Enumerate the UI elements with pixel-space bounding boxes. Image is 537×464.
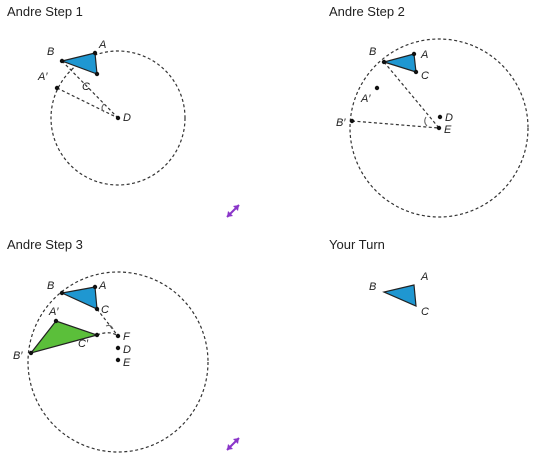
step2-point-D: [437, 114, 443, 120]
step3-dashed-circle: [27, 271, 209, 453]
step3-label-E: E: [123, 357, 131, 369]
step1-label-A: A: [98, 39, 106, 51]
step1-label-C: C: [82, 81, 90, 93]
step3-label-Bprime: B′: [13, 350, 23, 362]
step3-label-Cprime: C′: [78, 338, 89, 350]
step1-dashed-circle: [50, 50, 186, 186]
step3-point-C: [94, 306, 100, 312]
your-turn-label-A: A: [420, 271, 428, 283]
step2-segment-BprimeE: [351, 120, 440, 129]
step3-point-D: [115, 345, 121, 351]
step3-triangle-AprimeBprimeCprime: [29, 320, 100, 355]
step3-label-F: F: [123, 331, 131, 343]
step3-label-C: C: [101, 304, 109, 316]
step1-angle-arc: [101, 103, 105, 113]
step1-point-A: [92, 50, 98, 56]
step3-label-A: A: [98, 280, 106, 292]
step1-label-D: D: [123, 112, 131, 124]
step1-point-C: [94, 71, 100, 77]
step2-point-Aprime: [374, 85, 380, 91]
step2-point-E: [436, 125, 442, 131]
step1-diagram: A B C A′ D: [37, 39, 186, 186]
step2-label-A: A: [420, 49, 428, 61]
step2-label-B: B: [369, 46, 376, 58]
step1-point-B: [59, 58, 65, 64]
step3-point-F: [115, 333, 121, 339]
your-turn-title: Your Turn: [329, 237, 385, 252]
step3-point-B: [59, 290, 65, 296]
step3-point-Aprime: [53, 318, 59, 324]
step2-point-C: [413, 69, 419, 75]
step1-label-Aprime: A′: [37, 71, 48, 83]
step2-title: Andre Step 2: [329, 4, 405, 19]
step3-label-Aprime: A′: [48, 306, 59, 318]
your-turn-label-B: B: [369, 281, 376, 293]
your-turn-triangle-ABC: [382, 284, 417, 307]
step2-label-C: C: [421, 70, 429, 82]
step2-diagram: A B C A′ B′ D E: [336, 38, 529, 218]
step3-title: Andre Step 3: [7, 237, 83, 252]
step2-point-B: [381, 59, 387, 65]
step3-point-Cprime: [94, 332, 100, 338]
step3-angle-arc: [105, 324, 114, 330]
step1-point-D: [115, 115, 121, 121]
step3-label-B: B: [47, 280, 54, 292]
step3-arc-CprimeF: [96, 332, 119, 337]
step2-label-Bprime: B′: [336, 117, 346, 129]
step1-segment-AprimeD: [56, 87, 119, 119]
expand-arrows-icon[interactable]: [223, 434, 243, 454]
expand-arrows-icon[interactable]: [223, 201, 243, 221]
step2-label-D: D: [445, 112, 453, 124]
your-turn-label-C: C: [421, 306, 429, 318]
step1-segment-BD: [61, 60, 119, 119]
step1-point-Aprime: [54, 85, 60, 91]
step3-point-Bprime: [28, 350, 34, 356]
step2-point-Bprime: [349, 118, 355, 124]
step3-diagram: A B C A′ B′ C′ F D E: [13, 271, 209, 453]
step1-title: Andre Step 1: [7, 4, 83, 19]
step3-point-E: [115, 357, 121, 363]
step1-triangle-ABC: [59, 52, 98, 75]
step2-label-Aprime: A′: [360, 93, 371, 105]
step2-label-E: E: [444, 124, 452, 136]
step2-triangle-ABC: [381, 53, 417, 73]
step2-angle-arc: [424, 116, 428, 127]
step3-label-D: D: [123, 344, 131, 356]
step2-segment-BE: [383, 61, 440, 129]
step2-point-A: [411, 51, 417, 57]
step3-segment-CF: [96, 308, 119, 337]
step3-point-A: [92, 284, 98, 290]
step2-dashed-circle: [349, 38, 529, 218]
step3-triangle-ABC: [60, 286, 98, 310]
your-turn-diagram: A B C: [369, 271, 429, 318]
step1-label-B: B: [47, 46, 54, 58]
